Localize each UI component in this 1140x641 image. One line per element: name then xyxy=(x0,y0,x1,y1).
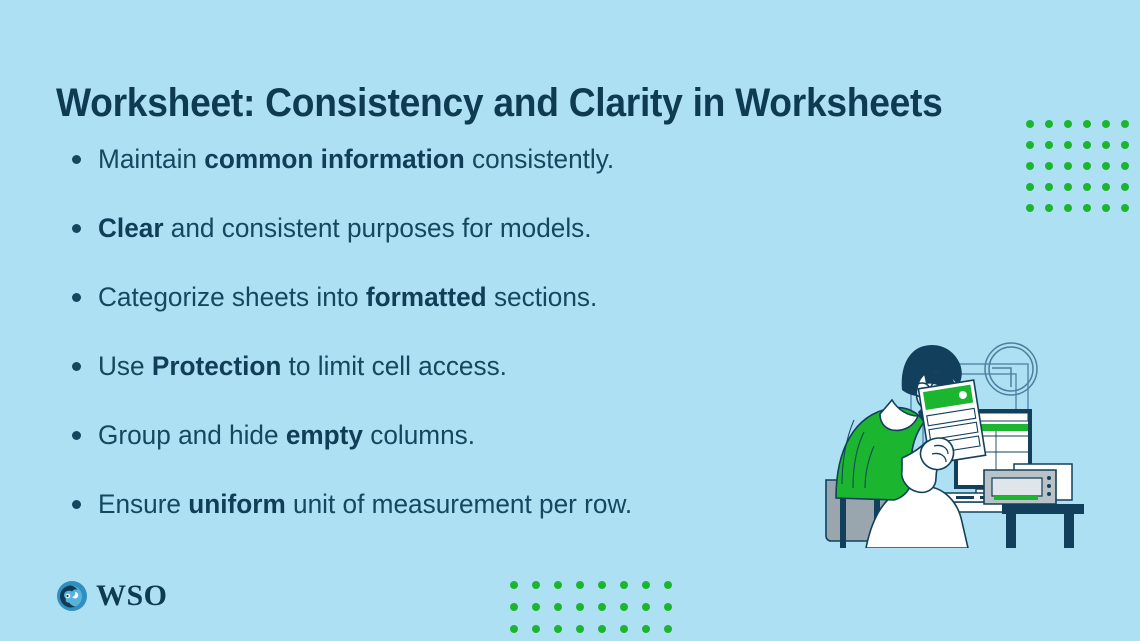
decorative-dot xyxy=(598,581,606,589)
decorative-dot xyxy=(1026,162,1034,170)
decorative-dot xyxy=(554,625,562,633)
list-item: Categorize sheets into formatted section… xyxy=(68,281,858,350)
decorative-dot xyxy=(1083,120,1091,128)
list-item-text: Categorize sheets into formatted section… xyxy=(98,282,598,312)
decorative-dot xyxy=(1121,204,1129,212)
decorative-dot xyxy=(1083,141,1091,149)
decorative-dot xyxy=(1083,162,1091,170)
decorative-dot xyxy=(1064,183,1072,191)
decorative-dot xyxy=(1064,162,1072,170)
decorative-dot xyxy=(532,625,540,633)
list-item-text: Use Protection to limit cell access. xyxy=(98,351,507,381)
decorative-dot xyxy=(664,625,672,633)
decorative-dot xyxy=(1026,141,1034,149)
decorative-dot xyxy=(1121,162,1129,170)
list-item: Group and hide empty columns. xyxy=(68,419,858,488)
decorative-dot xyxy=(620,581,628,589)
decorative-dot xyxy=(1102,183,1110,191)
decorative-dot xyxy=(510,603,518,611)
list-item-text: Maintain common information consistently… xyxy=(98,144,615,174)
decorative-dot xyxy=(576,581,584,589)
decorative-dot xyxy=(1083,183,1091,191)
list-item-text: Ensure uniform unit of measurement per r… xyxy=(98,489,633,519)
decorative-dot xyxy=(642,625,650,633)
decorative-dot xyxy=(1121,141,1129,149)
list-item-text: Group and hide empty columns. xyxy=(98,420,476,450)
dot-pattern-top-right xyxy=(1026,120,1140,225)
decorative-dot xyxy=(532,603,540,611)
decorative-dot xyxy=(1045,204,1053,212)
decorative-dot xyxy=(510,581,518,589)
decorative-dot xyxy=(1045,183,1053,191)
decorative-dot xyxy=(554,603,562,611)
bullet-dot-icon xyxy=(72,500,81,509)
decorative-dot xyxy=(576,625,584,633)
decorative-dot xyxy=(554,581,562,589)
illustration-person-at-desk xyxy=(825,342,1084,548)
decorative-dot xyxy=(1064,120,1072,128)
bullet-dot-icon xyxy=(72,431,81,440)
decorative-dot xyxy=(576,603,584,611)
bullet-dot-icon xyxy=(72,362,81,371)
decorative-dot xyxy=(598,625,606,633)
decorative-dot xyxy=(1121,183,1129,191)
list-item-text: Clear and consistent purposes for models… xyxy=(98,213,592,243)
decorative-dot xyxy=(1045,141,1053,149)
list-item: Maintain common information consistently… xyxy=(68,143,858,212)
decorative-dot xyxy=(532,581,540,589)
decorative-dot xyxy=(642,581,650,589)
bullet-dot-icon xyxy=(72,293,81,302)
decorative-dot xyxy=(642,603,650,611)
decorative-dot xyxy=(1026,183,1034,191)
wso-logo: WSO xyxy=(56,580,168,612)
list-item: Clear and consistent purposes for models… xyxy=(68,212,858,281)
decorative-dot xyxy=(1102,204,1110,212)
bullet-dot-icon xyxy=(72,155,81,164)
decorative-dot xyxy=(1102,141,1110,149)
decorative-dot xyxy=(510,625,518,633)
decorative-dot xyxy=(620,625,628,633)
bullet-dot-icon xyxy=(72,224,81,233)
decorative-dot xyxy=(1026,204,1034,212)
decorative-dot xyxy=(1045,162,1053,170)
decorative-dot xyxy=(1121,120,1129,128)
decorative-dot xyxy=(1083,204,1091,212)
decorative-dot xyxy=(620,603,628,611)
list-item: Use Protection to limit cell access. xyxy=(68,350,858,419)
list-item: Ensure uniform unit of measurement per r… xyxy=(68,488,858,557)
decorative-dot xyxy=(1102,162,1110,170)
decorative-dot xyxy=(1102,120,1110,128)
decorative-dot xyxy=(1064,204,1072,212)
decorative-dot xyxy=(664,581,672,589)
decorative-dot xyxy=(1064,141,1072,149)
dot-pattern-bottom xyxy=(510,581,686,641)
globe-icon xyxy=(57,581,87,611)
decorative-dot xyxy=(598,603,606,611)
decorative-dot xyxy=(1026,120,1034,128)
logo-text: WSO xyxy=(96,579,168,612)
decorative-dot xyxy=(1045,120,1053,128)
page-title: Worksheet: Consistency and Clarity in Wo… xyxy=(56,80,943,125)
bullet-list: Maintain common information consistently… xyxy=(68,143,858,557)
decorative-dot xyxy=(664,603,672,611)
